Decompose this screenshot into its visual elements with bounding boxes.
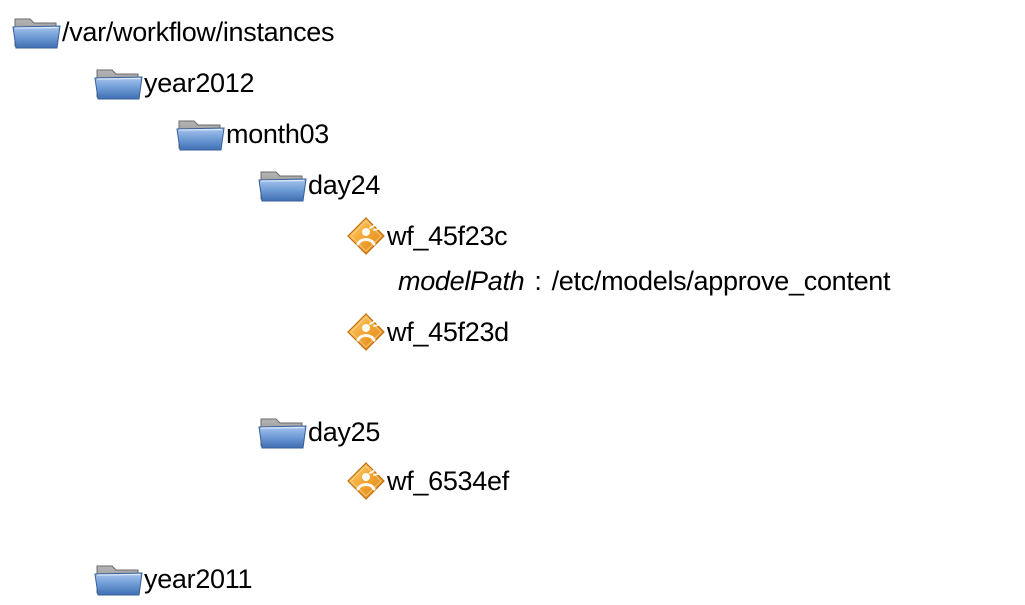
tree-node-label: day25 [308,417,381,447]
tree-node-label: wf_6534ef [387,466,509,496]
tree-node-label: day24 [308,170,381,200]
tree-node-label: wf_45f23d [387,317,509,347]
tree-node-label: month03 [226,119,329,149]
folder-icon [256,410,308,454]
tree-node-label: wf_45f23c [387,221,508,251]
folder-icon [92,557,144,601]
folder-icon [174,112,226,156]
property-value: /etc/models/approve_content [551,265,891,296]
folder-icon [10,10,62,54]
tree-node-label: /var/workflow/instances [62,17,335,47]
workflow-icon [345,214,387,258]
tree-node-day25[interactable]: day25 [256,410,380,454]
property-row-modelpath: modelPath : /etc/models/approve_content [398,261,891,301]
tree-node-label: year2012 [144,68,255,98]
folder-icon [92,61,144,105]
tree-node-wf_45f23c[interactable]: wf_45f23c [345,214,508,258]
folder-icon [256,163,308,207]
tree-node-day24[interactable]: day24 [256,163,380,207]
tree-node-wf_6534ef[interactable]: wf_6534ef [345,459,509,503]
workflow-icon [345,310,387,354]
tree-node-month03[interactable]: month03 [174,112,329,156]
tree-node-wf_45f23d[interactable]: wf_45f23d [345,310,509,354]
property-separator: : [534,265,542,296]
tree-node-label: year2011 [144,564,253,594]
tree-node-root[interactable]: /var/workflow/instances [10,10,335,54]
workflow-icon [345,459,387,503]
property-key: modelPath [398,265,525,296]
tree-node-year2011[interactable]: year2011 [92,557,252,601]
tree-node-year2012[interactable]: year2012 [92,61,255,105]
